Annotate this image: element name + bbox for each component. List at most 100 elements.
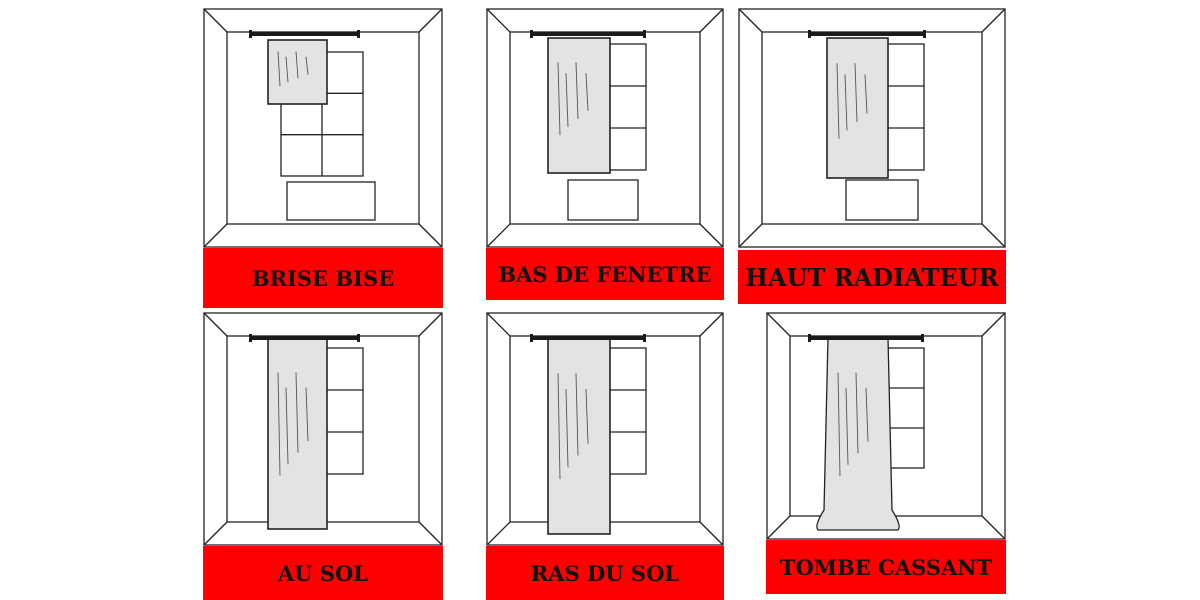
room-scene-brise-bise <box>203 8 443 248</box>
panel-tombe-cassant: TOMBE CASSANT <box>766 312 1006 594</box>
curtain-folds <box>557 373 589 480</box>
label-au-sol: AU SOL <box>203 546 443 600</box>
fold-line <box>565 73 569 128</box>
curtain-folds <box>836 63 868 139</box>
fold-line <box>305 387 309 442</box>
label-haut-radiateur: HAUT RADIATEUR <box>738 250 1006 304</box>
fold-line <box>845 387 849 465</box>
room-frame <box>203 312 443 546</box>
corner-line-bl <box>203 223 228 248</box>
rod-end-left <box>530 30 533 38</box>
room-frame <box>203 8 443 248</box>
corner-line-tl <box>203 8 228 33</box>
label-brise-bise: BRISE BISE <box>203 248 443 308</box>
corner-line-br <box>981 223 1006 248</box>
panel-bas-de-fenetre: BAS DE FENETRE <box>486 8 724 300</box>
room-frame <box>486 312 724 546</box>
fold-line <box>854 63 858 123</box>
fold-line <box>864 74 868 114</box>
fold-line <box>585 388 589 444</box>
room-scene-bas-de-fenetre <box>486 8 724 248</box>
fold-line <box>575 62 579 120</box>
fold-line <box>836 63 840 139</box>
room-frame <box>738 8 1006 248</box>
label-tombe-cassant: TOMBE CASSANT <box>766 540 1006 594</box>
curtain-folds <box>277 51 309 87</box>
fold-line <box>557 62 561 136</box>
radiator <box>286 181 376 221</box>
rod-end-left <box>530 334 533 342</box>
curtain-rod <box>532 32 644 36</box>
corner-line-tr <box>418 312 443 337</box>
fold-line <box>585 73 589 111</box>
rod-end-right <box>643 30 646 38</box>
radiator <box>567 179 639 221</box>
fold-line <box>305 56 309 75</box>
panel-brise-bise: BRISE BISE <box>203 8 443 308</box>
corner-line-br <box>699 521 724 546</box>
fold-line <box>277 51 281 87</box>
fold-line <box>295 51 299 79</box>
corner-line-bl <box>486 223 511 248</box>
corner-line-tl <box>203 312 228 337</box>
corner-line-bl <box>766 515 791 540</box>
curtain-rod <box>532 336 644 340</box>
fold-line <box>277 372 281 476</box>
panel-au-sol: AU SOL <box>203 312 443 600</box>
corner-line-bl <box>486 521 511 546</box>
corner-line-br <box>418 223 443 248</box>
curtain-folds <box>277 372 309 476</box>
corner-line-bl <box>203 521 228 546</box>
room-scene-haut-radiateur <box>738 8 1006 248</box>
corner-line-tl <box>766 312 791 337</box>
fold-line <box>865 387 869 442</box>
curtain-rod <box>251 32 358 36</box>
curtain-panel <box>826 37 889 179</box>
corner-line-tr <box>699 312 724 337</box>
room-frame <box>486 8 724 248</box>
label-ras-du-sol: RAS DU SOL <box>486 546 724 600</box>
corner-line-br <box>981 515 1006 540</box>
rod-end-right <box>923 30 926 38</box>
rod-end-left <box>808 334 811 342</box>
curtain-panel <box>547 37 611 174</box>
curtain-rod <box>251 336 358 340</box>
corner-line-tl <box>486 312 511 337</box>
room-scene-tombe-cassant <box>766 312 1006 540</box>
fold-line <box>565 388 569 468</box>
fold-line <box>285 387 289 465</box>
rod-end-left <box>249 334 252 342</box>
curtain-panel <box>816 337 900 531</box>
fold-line <box>295 372 299 453</box>
rod-end-right <box>921 334 924 342</box>
rod-end-left <box>808 30 811 38</box>
fold-line <box>285 56 289 83</box>
room-frame <box>766 312 1006 540</box>
room-scene-au-sol <box>203 312 443 546</box>
corner-line-tl <box>486 8 511 33</box>
rod-end-right <box>357 30 360 38</box>
fold-line <box>575 373 579 456</box>
rod-end-right <box>357 334 360 342</box>
curtain-panel <box>547 337 611 535</box>
corner-line-br <box>418 521 443 546</box>
corner-line-br <box>699 223 724 248</box>
rod-end-left <box>249 30 252 38</box>
curtain-folds <box>557 62 589 136</box>
rod-end-right <box>643 334 646 342</box>
corner-line-tr <box>418 8 443 33</box>
fold-line <box>855 372 859 454</box>
corner-line-bl <box>738 223 763 248</box>
curtain-rod <box>810 336 922 340</box>
corner-line-tr <box>699 8 724 33</box>
fold-line <box>844 74 848 131</box>
fold-line <box>557 373 561 480</box>
corner-line-tr <box>981 312 1006 337</box>
curtain-folds <box>837 372 869 477</box>
panel-ras-du-sol: RAS DU SOL <box>486 312 724 600</box>
corner-line-tr <box>981 8 1006 33</box>
radiator <box>845 179 919 221</box>
curtain-rod <box>810 32 924 36</box>
panel-haut-radiateur: HAUT RADIATEUR <box>738 8 1006 304</box>
corner-line-tl <box>738 8 763 33</box>
